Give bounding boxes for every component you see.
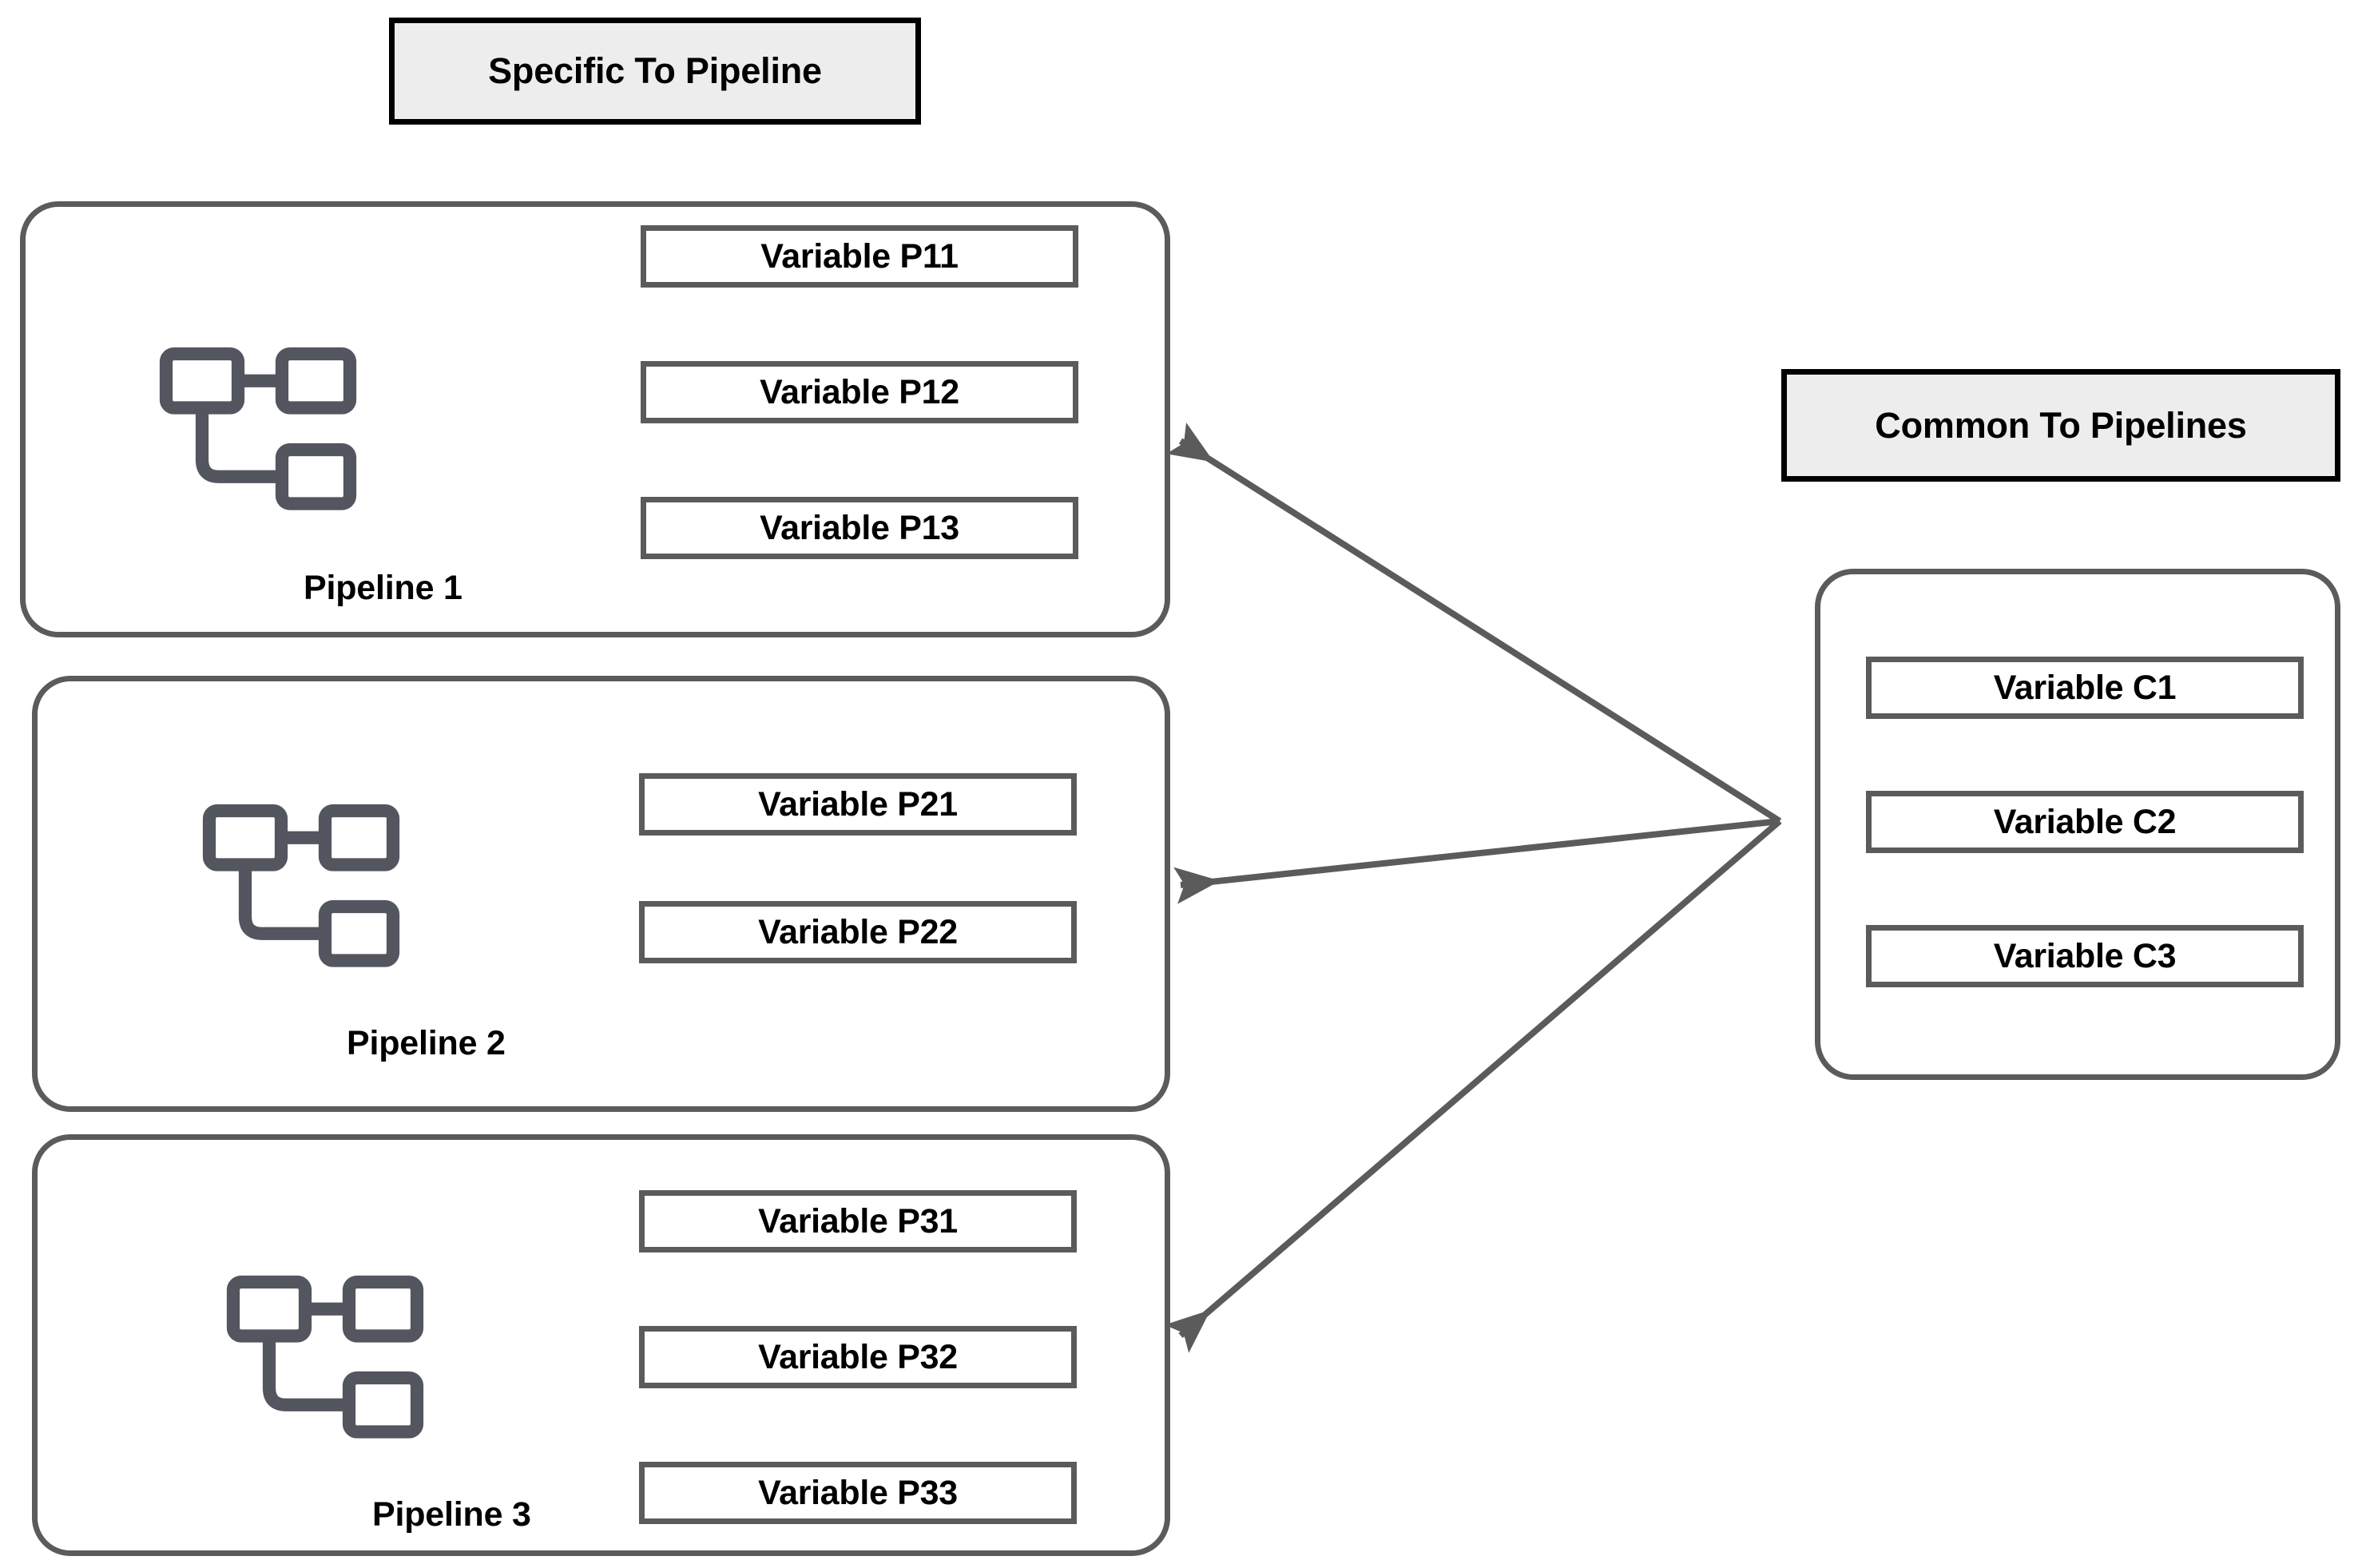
- variable-box[interactable]: Variable P11: [641, 225, 1078, 288]
- pipeline-flow-icon: [201, 791, 401, 994]
- pipeline-group-2[interactable]: [32, 676, 1170, 1112]
- variable-box[interactable]: Variable C3: [1866, 925, 2304, 987]
- pipeline-caption-3: Pipeline 3: [372, 1495, 531, 1534]
- pipeline-flow-icon-svg: [202, 804, 400, 967]
- variable-box[interactable]: Variable P22: [639, 901, 1077, 963]
- pipeline-flow-icon: [225, 1262, 425, 1466]
- variable-box[interactable]: Variable C1: [1866, 657, 2304, 719]
- pipeline-flow-icon-svg: [226, 1275, 424, 1439]
- variable-box[interactable]: Variable P13: [641, 497, 1078, 559]
- variable-box[interactable]: Variable P31: [639, 1190, 1077, 1252]
- pipeline-caption-2: Pipeline 2: [347, 1024, 506, 1062]
- variable-box[interactable]: Variable P12: [641, 361, 1078, 423]
- pipeline-caption-1: Pipeline 1: [304, 569, 462, 607]
- variable-box[interactable]: Variable C2: [1866, 791, 2304, 853]
- arrow-common-to-pipeline-1: [1166, 422, 1782, 824]
- section-title-common-to-pipelines: Common To Pipelines: [1781, 369, 2340, 482]
- variable-box[interactable]: Variable P32: [639, 1326, 1077, 1388]
- variable-box[interactable]: Variable P21: [639, 773, 1077, 836]
- section-title-specific-to-pipeline: Specific To Pipeline: [389, 18, 921, 125]
- arrow-common-to-pipeline-3: [1165, 818, 1782, 1353]
- pipeline-flow-icon: [158, 334, 358, 538]
- pipeline-flow-icon-svg: [159, 347, 357, 510]
- variable-box[interactable]: Variable P33: [639, 1462, 1077, 1524]
- arrow-common-to-pipeline-2: [1173, 818, 1780, 904]
